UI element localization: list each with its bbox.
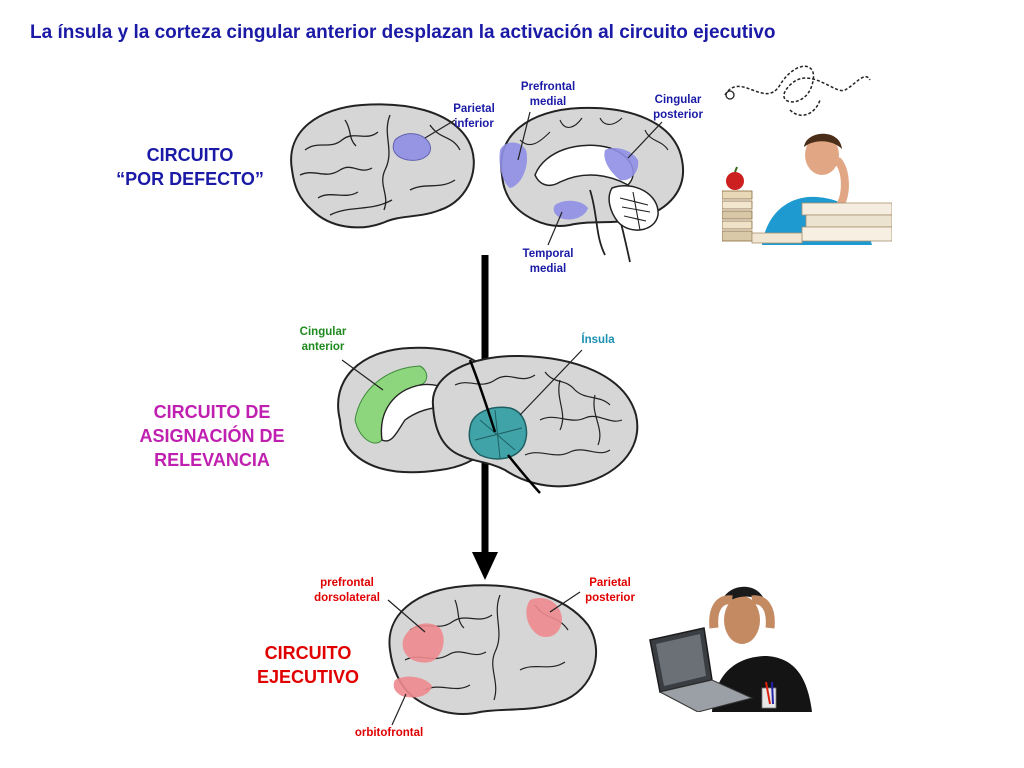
label-parietal-inferior: Parietal inferior [453, 103, 495, 130]
label-prefrontal-dorsolateral: prefrontal dorsolateral [314, 577, 380, 604]
executive-circuit-line1: CIRCUITO [264, 643, 352, 663]
default-circuit-title: CIRCUITO “POR DEFECTO” [95, 143, 285, 191]
label-cingular-anterior: Cingular anterior [299, 326, 347, 353]
executive-circuit-line2: EJECUTIVO [256, 667, 360, 687]
salience-circuit-title: CIRCUITO DE ASIGNACIÓN DE RELEVANCIA [112, 400, 312, 472]
default-circuit-line1: CIRCUITO [146, 145, 234, 165]
salience-circuit-line3: RELEVANCIA [154, 450, 270, 470]
label-orbitofrontal: orbitofrontal [354, 727, 424, 739]
student-stressed-laptop-icon [642, 578, 812, 712]
executive-circuit-title: CIRCUITO EJECUTIVO [228, 641, 388, 689]
label-temporal-medial: Temporal medial [522, 248, 574, 275]
brain-salience [337, 346, 639, 494]
label-insula: Ínsula [581, 334, 615, 346]
label-cingular-posterior: Cingular posterior [653, 94, 703, 121]
slide-title: La ínsula y la corteza cingular anterior… [30, 22, 776, 43]
default-circuit-line2: “POR DEFECTO” [116, 169, 264, 189]
label-prefrontal-medial: Prefrontal medial [520, 81, 576, 108]
thought-squiggle-icon [724, 65, 871, 116]
salience-circuit-line2: ASIGNACIÓN DE [139, 426, 285, 446]
salience-circuit-line1: CIRCUITO DE [153, 402, 271, 422]
label-parietal-posterior: Parietal posterior [585, 577, 635, 604]
brain-medial-default [499, 106, 685, 263]
brain-lateral-default [290, 103, 475, 229]
student-daydreaming-icon [722, 125, 892, 247]
brain-executive [387, 584, 597, 726]
